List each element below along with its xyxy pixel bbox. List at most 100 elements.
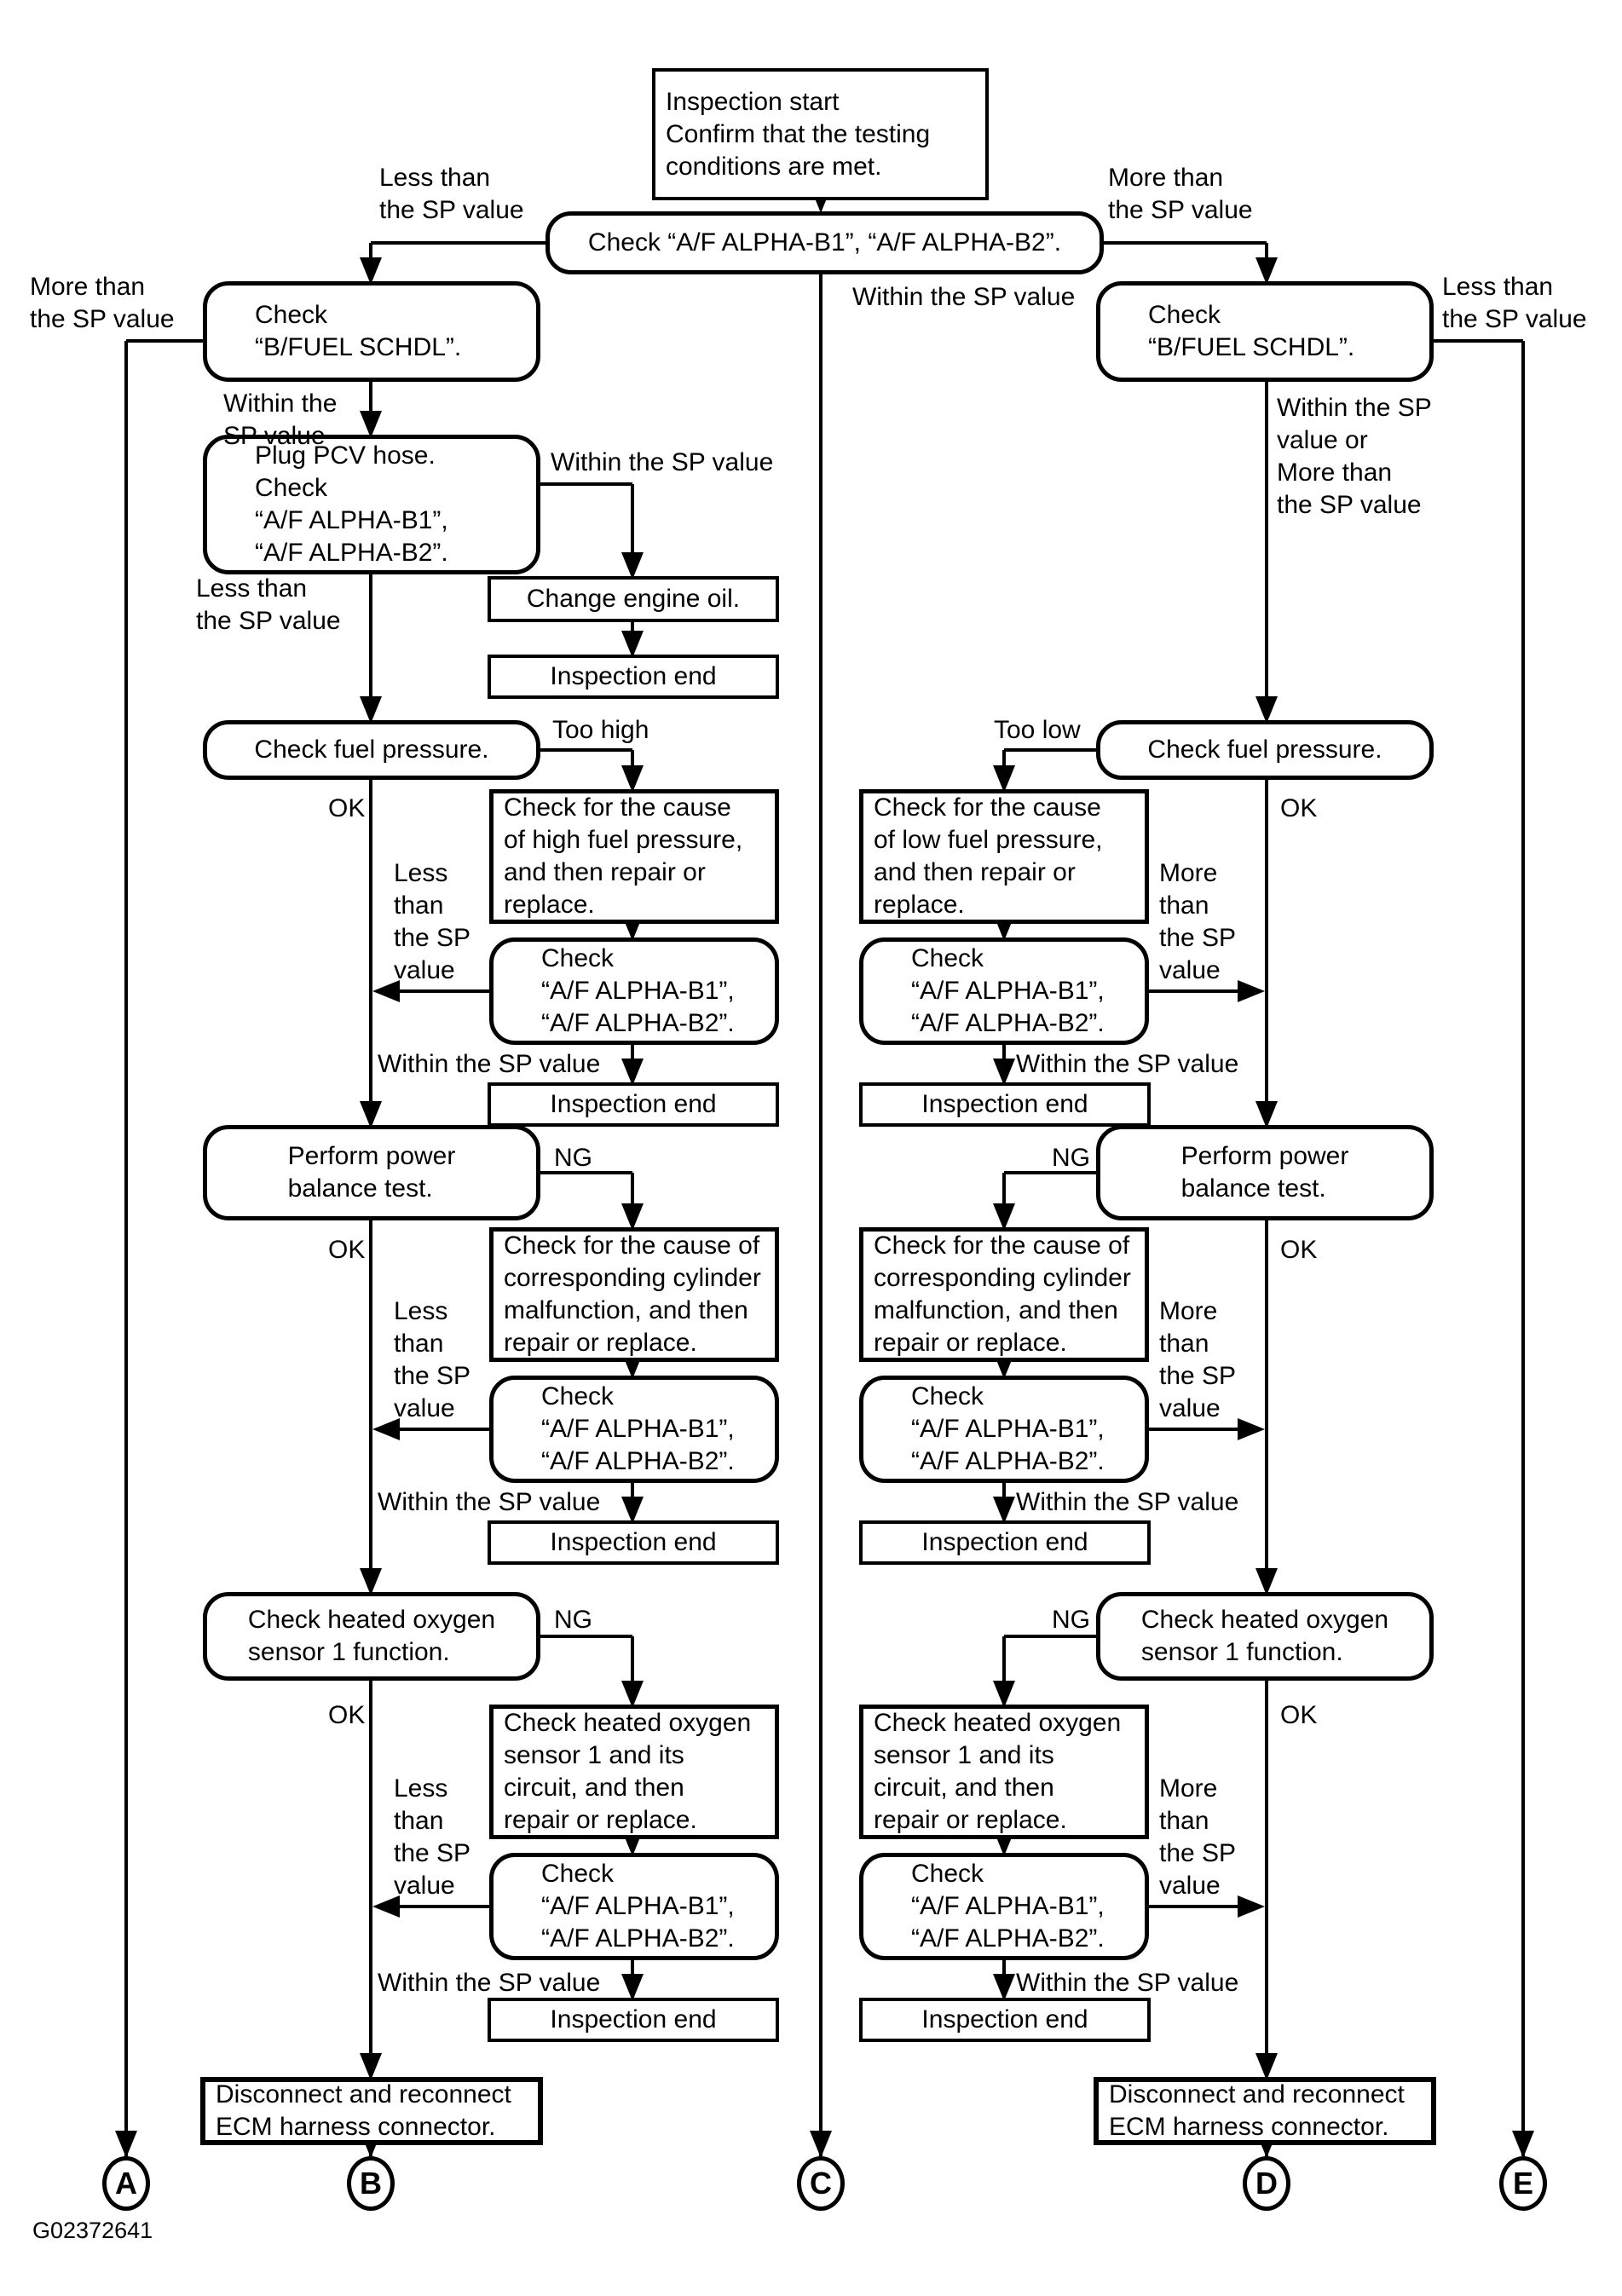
arrowhead-icon xyxy=(115,2131,137,2158)
arrowhead-icon xyxy=(621,1497,644,1524)
check-bfuel-left: Check “B/FUEL SCHDL”. xyxy=(203,281,540,382)
label-within-sub-left-1: Within the SP value xyxy=(378,1050,601,1078)
label-within-pcv-branch: Within the SP value xyxy=(551,448,774,476)
ecm-harness-left-text: Disconnect and reconnect ECM harness con… xyxy=(216,2080,511,2141)
check-af-alpha-left-2-text: Check “A/F ALPHA-B1”, “A/F ALPHA-B2”. xyxy=(541,1382,735,1475)
arrowhead-icon xyxy=(993,1497,1015,1524)
change-engine-oil-text: Change engine oil. xyxy=(526,585,741,613)
arrowhead-icon xyxy=(1255,257,1278,285)
heated-o2-circuit-left-text: Check heated oxygen sensor 1 and its cir… xyxy=(504,1709,752,1834)
label-too-low: Too low xyxy=(994,716,1081,744)
arrowhead-icon xyxy=(993,1203,1015,1231)
inspection-end-right-2-text: Inspection end xyxy=(921,1528,1088,1556)
ecm-harness-right: Disconnect and reconnect ECM harness con… xyxy=(1094,2077,1436,2145)
arrowhead-icon xyxy=(621,1974,644,2001)
label-less-sub-left-1: Less than the SP value xyxy=(394,859,471,984)
plug-pcv-hose-text: Plug PCV hose. Check “A/F ALPHA-B1”, “A/… xyxy=(255,441,448,567)
check-af-alpha-left-3-text: Check “A/F ALPHA-B1”, “A/F ALPHA-B2”. xyxy=(541,1860,735,1953)
inspection-end-left-2: Inspection end xyxy=(488,1520,779,1565)
inspection-end-left-0-text: Inspection end xyxy=(550,662,717,690)
arrowhead-icon xyxy=(1255,1568,1278,1595)
label-within-sub-left-2: Within the SP value xyxy=(378,1488,601,1516)
arrowhead-icon xyxy=(360,696,382,724)
arrowhead-icon xyxy=(360,411,382,438)
terminal-e-letter: E xyxy=(1512,2166,1533,2201)
check-af-alpha-left-1: Check “A/F ALPHA-B1”, “A/F ALPHA-B2”. xyxy=(489,937,779,1045)
plug-pcv-hose: Plug PCV hose. Check “A/F ALPHA-B1”, “A/… xyxy=(203,435,540,574)
label-too-high: Too high xyxy=(552,716,649,744)
terminal-c: C xyxy=(797,2156,845,2211)
inspection-end-left-2-text: Inspection end xyxy=(550,1528,717,1556)
check-fuel-pressure-left: Check fuel pressure. xyxy=(203,720,540,780)
label-more-sub-right-2: More than the SP value xyxy=(1159,1297,1237,1422)
label-within-top-center: Within the SP value xyxy=(852,283,1076,311)
cause-cylinder-left-text: Check for the cause of corresponding cyl… xyxy=(504,1232,761,1357)
perform-power-balance-right: Perform power balance test. xyxy=(1096,1125,1434,1220)
label-ok-left-1: OK xyxy=(328,794,366,822)
check-bfuel-right-text: Check “B/FUEL SCHDL”. xyxy=(1148,301,1355,361)
arrowhead-icon xyxy=(621,1059,644,1086)
check-bfuel-right: Check “B/FUEL SCHDL”. xyxy=(1096,281,1434,382)
terminal-d-letter: D xyxy=(1255,2166,1278,2201)
label-ng-left-2: NG xyxy=(554,1606,592,1634)
change-engine-oil: Change engine oil. xyxy=(488,576,779,622)
inspection-end-left-3: Inspection end xyxy=(488,1998,779,2042)
label-more-sub-right-1: More than the SP value xyxy=(1159,859,1237,984)
check-af-alpha-right-3-text: Check “A/F ALPHA-B1”, “A/F ALPHA-B2”. xyxy=(911,1860,1105,1953)
check-af-alpha-left-3: Check “A/F ALPHA-B1”, “A/F ALPHA-B2”. xyxy=(489,1853,779,1960)
label-less-sub-left-3: Less than the SP value xyxy=(394,1774,471,1900)
label-within-left-bfuel: Within the SP value xyxy=(223,389,338,450)
heated-o2-circuit-right: Check heated oxygen sensor 1 and its cir… xyxy=(859,1705,1149,1839)
label-ng-left-1: NG xyxy=(554,1144,592,1172)
arrowhead-icon xyxy=(621,1681,644,1708)
label-ok-right-1: OK xyxy=(1280,794,1318,822)
cause-high-fuel-pressure: Check for the cause of high fuel pressur… xyxy=(489,789,779,924)
label-within-sub-right-1: Within the SP value xyxy=(1016,1050,1239,1078)
terminal-b-letter: B xyxy=(360,2166,382,2201)
inspection-end-left-3-text: Inspection end xyxy=(550,2005,717,2034)
terminal-c-letter: C xyxy=(810,2166,832,2201)
terminal-b: B xyxy=(347,2156,395,2211)
check-af-alpha-top: Check “A/F ALPHA-B1”, “A/F ALPHA-B2”. xyxy=(545,211,1104,274)
arrowhead-icon xyxy=(993,1059,1015,1086)
arrowhead-icon xyxy=(1238,1418,1265,1440)
check-af-alpha-left-2: Check “A/F ALPHA-B1”, “A/F ALPHA-B2”. xyxy=(489,1376,779,1483)
check-af-alpha-right-2-text: Check “A/F ALPHA-B1”, “A/F ALPHA-B2”. xyxy=(911,1382,1105,1475)
arrowhead-icon xyxy=(621,631,644,658)
arrowhead-icon xyxy=(621,765,644,793)
arrowhead-icon xyxy=(360,1101,382,1128)
inspection-end-right-2: Inspection end xyxy=(859,1520,1151,1565)
inspection-end-right-3: Inspection end xyxy=(859,1998,1151,2042)
label-ok-left-2: OK xyxy=(328,1236,366,1264)
arrowhead-icon xyxy=(360,1568,382,1595)
label-ng-right-2: NG xyxy=(1052,1606,1090,1634)
label-more-than-far-left: More than the SP value xyxy=(30,273,175,333)
arrowhead-icon xyxy=(1512,2131,1534,2158)
check-af-alpha-top-text: Check “A/F ALPHA-B1”, “A/F ALPHA-B2”. xyxy=(587,228,1062,257)
inspection-end-left-0: Inspection end xyxy=(488,655,779,699)
check-af-alpha-right-1: Check “A/F ALPHA-B1”, “A/F ALPHA-B2”. xyxy=(859,937,1149,1045)
label-ok-left-3: OK xyxy=(328,1701,366,1729)
label-ok-right-3: OK xyxy=(1280,1701,1318,1729)
arrowhead-icon xyxy=(360,257,382,285)
check-af-alpha-right-2: Check “A/F ALPHA-B1”, “A/F ALPHA-B2”. xyxy=(859,1376,1149,1483)
check-heated-o2-left-text: Check heated oxygen sensor 1 function. xyxy=(247,1606,496,1666)
label-within-sub-right-2: Within the SP value xyxy=(1016,1488,1239,1516)
ecm-harness-right-text: Disconnect and reconnect ECM harness con… xyxy=(1109,2080,1405,2141)
label-less-than-top-left: Less than the SP value xyxy=(379,164,524,224)
arrowhead-icon xyxy=(372,1895,400,1918)
figure-code: G02372641 xyxy=(32,2218,153,2243)
heated-o2-circuit-left: Check heated oxygen sensor 1 and its cir… xyxy=(489,1705,779,1839)
cause-low-fuel-pressure-text: Check for the cause of low fuel pressure… xyxy=(874,793,1103,919)
label-less-sub-left-2: Less than the SP value xyxy=(394,1297,471,1422)
inspection-start: Inspection start Confirm that the testin… xyxy=(652,68,989,200)
label-within-sub-left-3: Within the SP value xyxy=(378,1969,601,1997)
check-af-alpha-left-1-text: Check “A/F ALPHA-B1”, “A/F ALPHA-B2”. xyxy=(541,944,735,1037)
arrowhead-icon xyxy=(1255,696,1278,724)
cause-cylinder-left: Check for the cause of corresponding cyl… xyxy=(489,1227,779,1362)
check-af-alpha-right-3: Check “A/F ALPHA-B1”, “A/F ALPHA-B2”. xyxy=(859,1853,1149,1960)
heated-o2-circuit-right-text: Check heated oxygen sensor 1 and its cir… xyxy=(874,1709,1122,1834)
inspection-end-left-1-text: Inspection end xyxy=(550,1090,717,1118)
inspection-end-right-1: Inspection end xyxy=(859,1082,1151,1127)
